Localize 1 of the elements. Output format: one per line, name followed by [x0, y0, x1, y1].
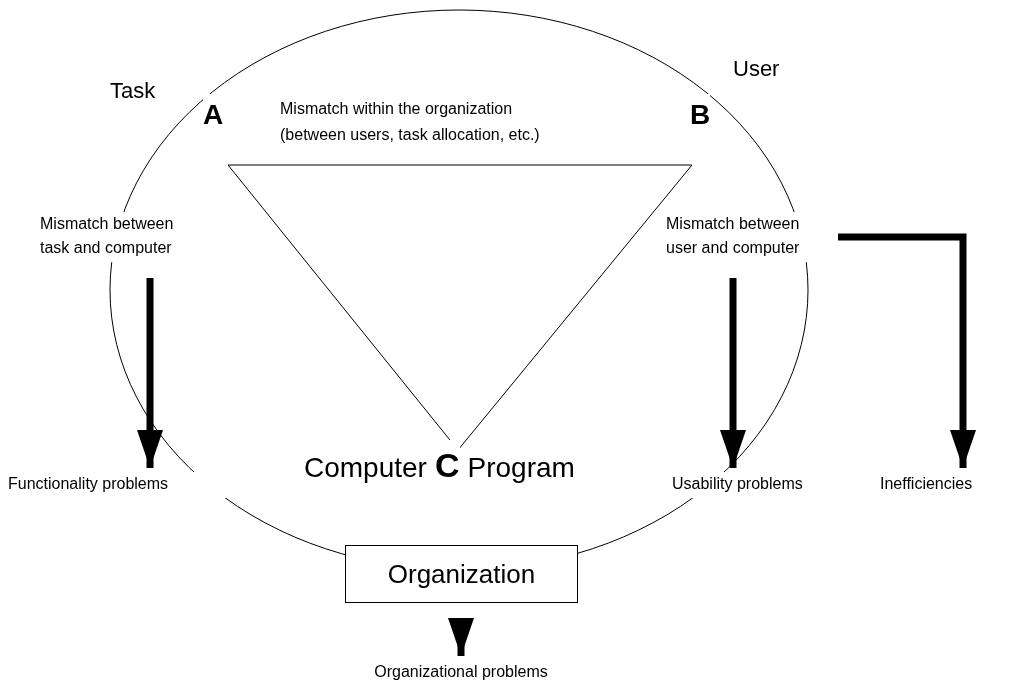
- process-box: Organization: [345, 545, 578, 603]
